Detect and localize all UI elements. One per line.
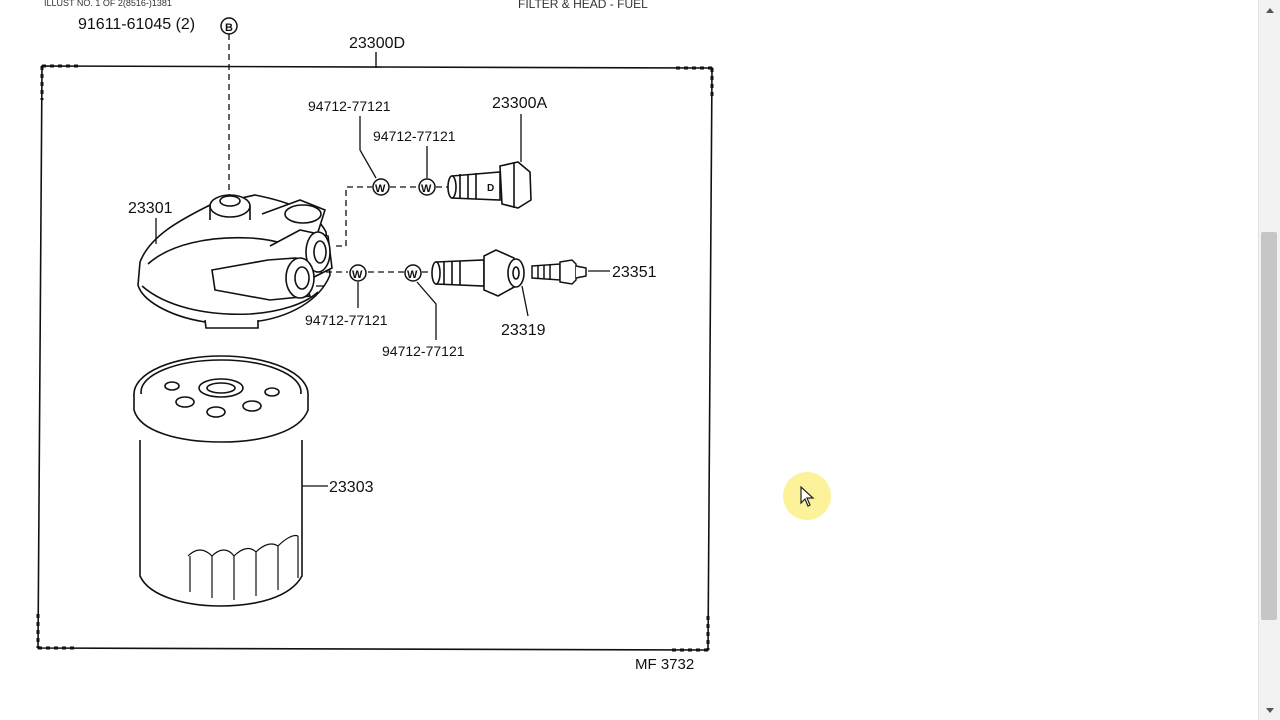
fuel-filter-23303	[133, 355, 309, 607]
svg-text:D: D	[487, 183, 494, 194]
svg-text:W: W	[352, 269, 363, 281]
label-23303: 23303	[329, 479, 374, 496]
vertical-scrollbar[interactable]	[1258, 0, 1280, 720]
gasket-lower-1: W	[349, 264, 367, 282]
mouse-pointer-icon	[800, 486, 815, 507]
label-23300a: 23300A	[492, 95, 547, 112]
leader-gasket-4	[416, 281, 437, 340]
leader-23319	[521, 285, 529, 317]
union-bolt-23300a: D	[447, 161, 532, 209]
label-gasket-1: 94712-77121	[308, 98, 391, 114]
svg-text:B: B	[225, 22, 233, 34]
label-gasket-4: 94712-77121	[382, 343, 465, 359]
figure-code: MF 3732	[635, 656, 694, 673]
section-title-fragment: FILTER & HEAD - FUEL	[518, 0, 648, 11]
label-23351: 23351	[612, 264, 657, 281]
leader-gasket-1	[359, 116, 377, 179]
union-23319	[431, 249, 525, 297]
label-23319: 23319	[501, 322, 546, 339]
gasket-upper-2: W	[418, 178, 436, 196]
illust-caption: ILLUST NO. 1 OF 2(8516-)1381	[44, 0, 172, 8]
assembly-frame	[36, 64, 714, 652]
bleeder-screw-23351	[531, 259, 587, 285]
scroll-thumb[interactable]	[1261, 232, 1277, 620]
arrow-down-icon	[1265, 707, 1274, 713]
gasket-upper-1: W	[372, 178, 390, 196]
bolt-b-marker: B	[220, 17, 238, 35]
filter-head-23301	[137, 194, 333, 329]
label-23300d: 23300D	[349, 35, 405, 52]
upper-dashed-connection	[336, 186, 450, 247]
label-gasket-3: 94712-77121	[305, 312, 388, 328]
svg-text:W: W	[375, 183, 386, 195]
svg-text:W: W	[421, 183, 432, 195]
arrow-up-icon	[1265, 7, 1274, 13]
label-23301: 23301	[128, 200, 173, 217]
scroll-down-button[interactable]	[1259, 700, 1280, 720]
label-gasket-2: 94712-77121	[373, 128, 456, 144]
label-91611: 91611-61045 (2)	[78, 16, 195, 33]
svg-text:W: W	[407, 269, 418, 281]
gasket-lower-2: W	[404, 264, 422, 282]
scroll-up-button[interactable]	[1259, 0, 1280, 20]
